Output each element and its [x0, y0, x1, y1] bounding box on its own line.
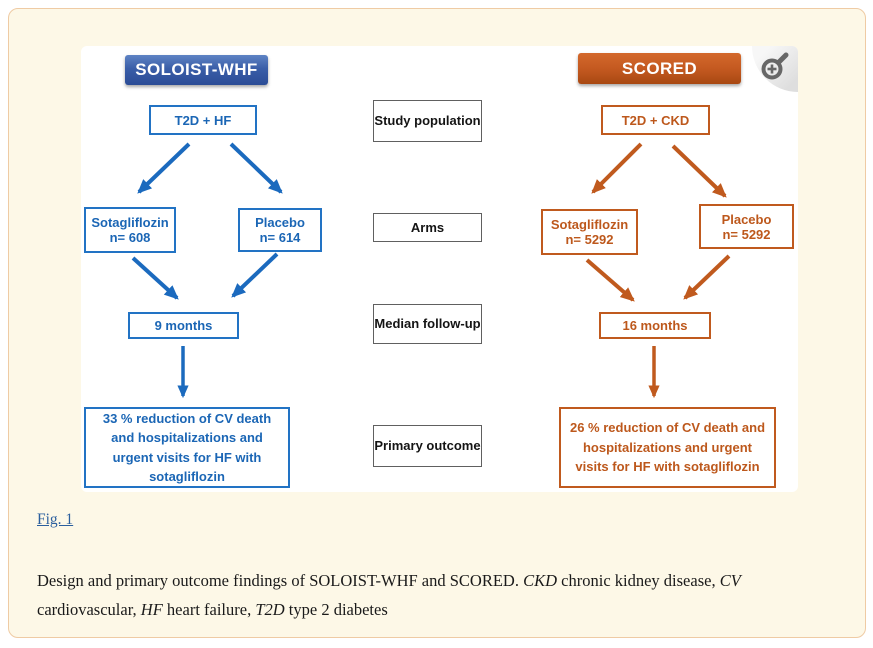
arrow-right-split-2	[671, 144, 727, 198]
outcome-box-soloist: 33 % reduction of CV death and hospitali…	[84, 407, 290, 488]
caption-text: chronic kidney disease,	[557, 570, 720, 590]
arm-drug-label: Sotagliflozin	[91, 215, 169, 230]
row-label-followup: Median follow-up	[373, 304, 482, 344]
arrow-right-merge-1	[585, 258, 635, 302]
caption-text: cardiovascular,	[37, 599, 141, 619]
arm-box-scored-sotagliflozin: Sotagliflozin n= 5292	[541, 209, 638, 255]
arm-box-soloist-placebo: Placebo n= 614	[238, 208, 322, 252]
arrow-left-split-2	[229, 142, 283, 194]
figure-card: SOLOIST-WHF SCORED T2D + HF Study popula…	[8, 8, 866, 638]
figure-caption: Design and primary outcome findings of S…	[37, 566, 839, 624]
caption-text: Design and primary outcome findings of S…	[37, 570, 524, 590]
figure-canvas: SOLOIST-WHF SCORED T2D + HF Study popula…	[81, 46, 798, 492]
row-label-population: Study population	[373, 100, 482, 142]
arm-drug-label: Placebo	[721, 211, 772, 227]
zoom-in-icon	[761, 52, 789, 80]
arm-n-label: n= 5292	[565, 232, 614, 247]
outcome-box-scored: 26 % reduction of CV death and hospitali…	[559, 407, 776, 488]
caption-abbr-t2d: T2D	[255, 599, 285, 619]
trial-title-scored: SCORED	[578, 53, 741, 84]
caption-text: type 2 diabetes	[284, 599, 388, 619]
figure-link[interactable]: Fig. 1	[37, 511, 74, 528]
caption-abbr-hf: HF	[140, 599, 163, 619]
arm-box-soloist-sotagliflozin: Sotagliflozin n= 608	[84, 207, 176, 253]
arm-n-label: n= 608	[109, 230, 151, 245]
row-label-arms: Arms	[373, 213, 482, 242]
row-label-outcome: Primary outcome	[373, 425, 482, 467]
arm-n-label: n= 5292	[722, 226, 771, 242]
population-box-soloist: T2D + HF	[149, 105, 257, 135]
caption-text: heart failure,	[162, 599, 256, 619]
figure-zoom-button[interactable]	[752, 46, 798, 92]
arrow-left-split-1	[137, 142, 191, 194]
arrow-left-merge-1	[131, 256, 179, 300]
followup-box-soloist: 9 months	[128, 312, 239, 339]
population-box-scored: T2D + CKD	[601, 105, 710, 135]
caption-abbr-ckd: CKD	[523, 570, 558, 590]
arm-drug-label: Placebo	[255, 215, 305, 230]
arm-n-label: n= 614	[259, 230, 301, 245]
arrow-right-merge-2	[683, 254, 731, 300]
arrow-left-merge-2	[231, 252, 279, 298]
arm-drug-label: Sotagliflozin	[550, 217, 629, 232]
arrow-right-split-1	[591, 142, 643, 194]
arm-box-scored-placebo: Placebo n= 5292	[699, 204, 794, 249]
trial-title-soloist: SOLOIST-WHF	[125, 55, 268, 85]
caption-abbr-cv: CV	[719, 570, 741, 590]
followup-box-scored: 16 months	[599, 312, 711, 339]
